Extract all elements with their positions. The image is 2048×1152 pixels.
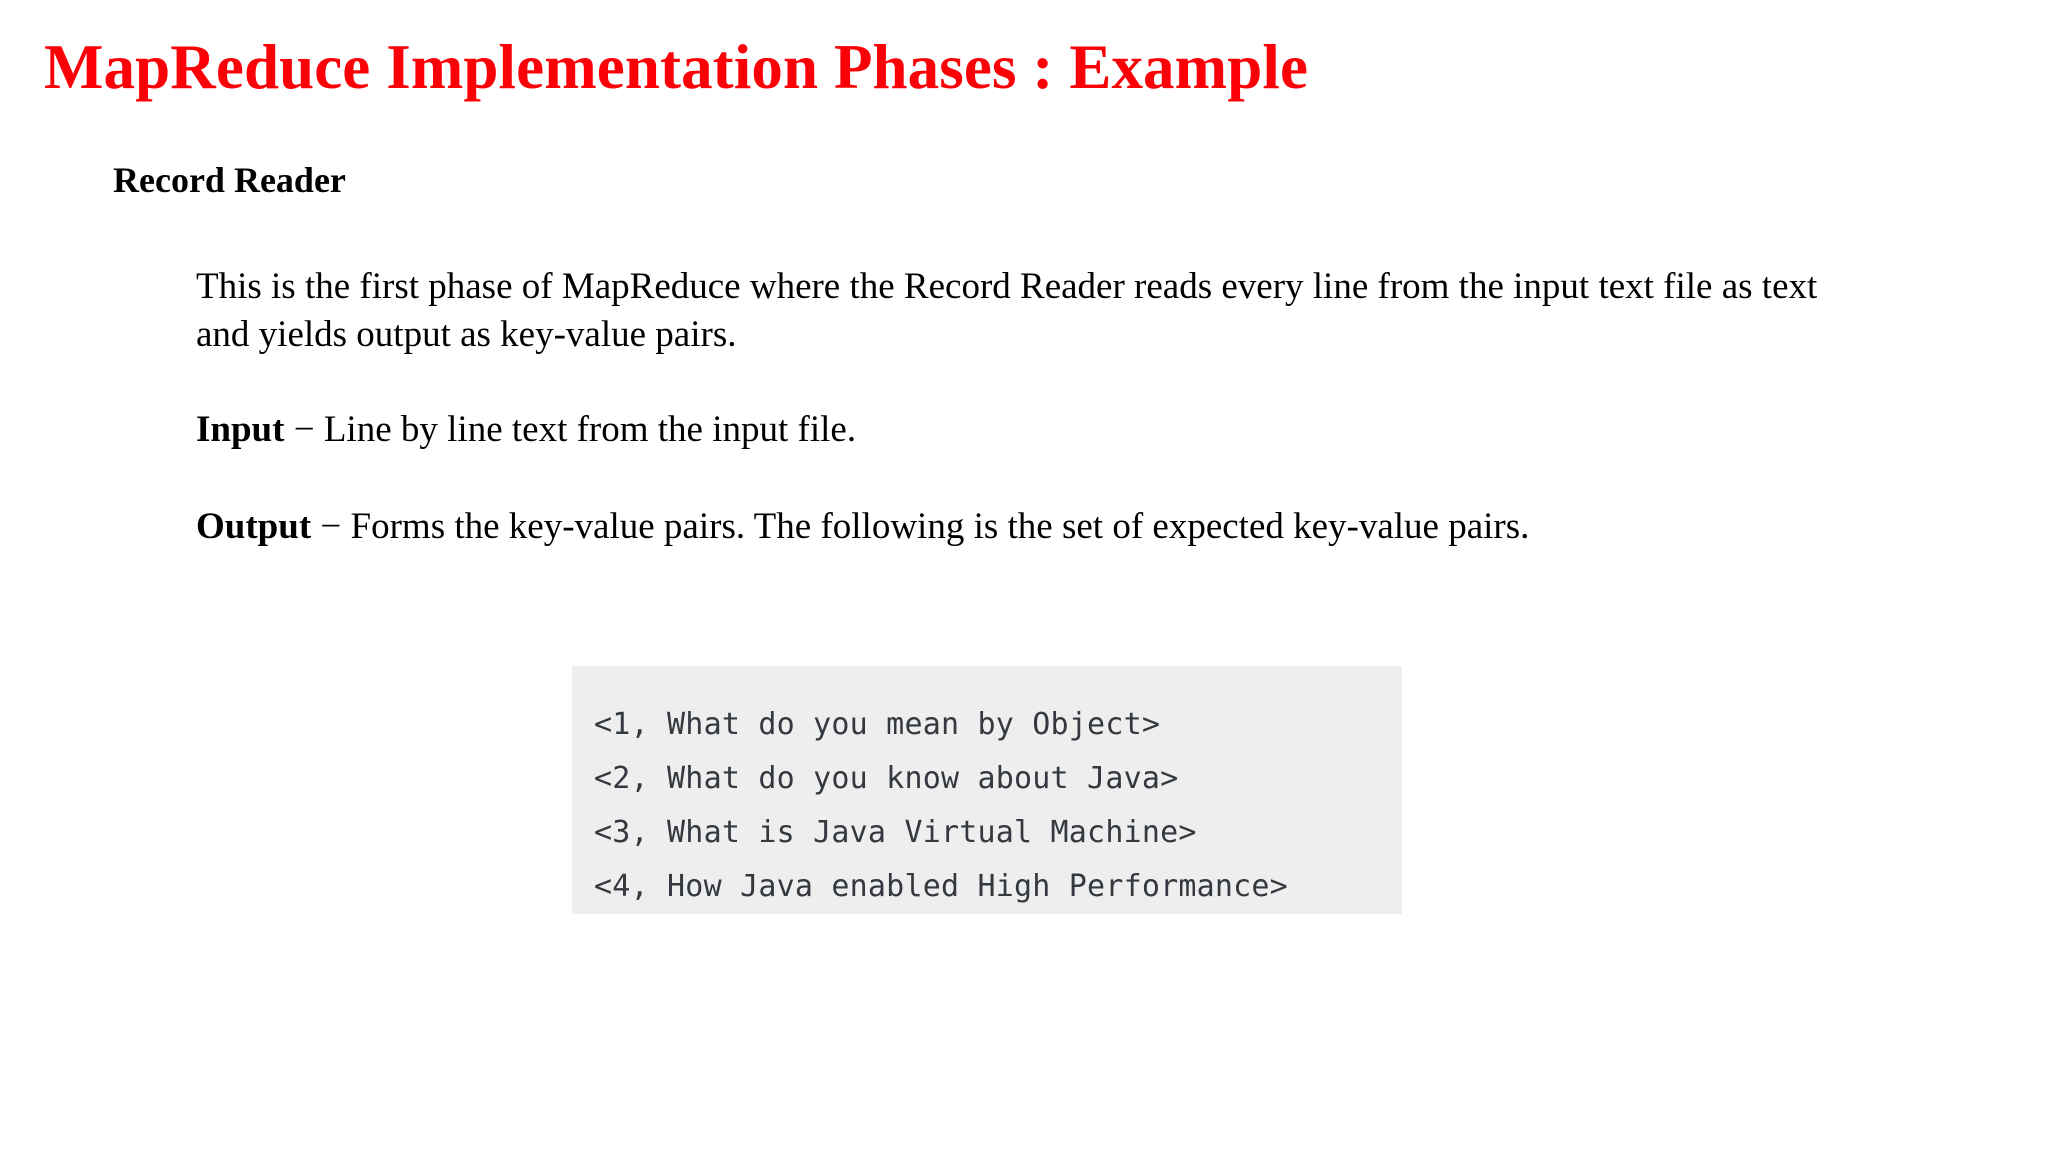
output-description: Forms the key-value pairs. The following… (350, 506, 1530, 548)
page-title: MapReduce Implementation Phases : Exampl… (44, 32, 1309, 102)
input-paragraph: Input − Line by line text from the input… (196, 406, 1876, 454)
code-line: <4, How Java enabled High Performance> (594, 869, 1288, 904)
code-line: <1, What do you mean by Object> (594, 707, 1161, 742)
section-heading-record-reader: Record Reader (113, 160, 346, 200)
output-paragraph: Output − Forms the key-value pairs. The … (196, 503, 1876, 551)
key-value-pairs-code-block: <1, What do you mean by Object> <2, What… (572, 666, 1402, 914)
body-content: This is the first phase of MapReduce whe… (196, 263, 1876, 551)
input-dash: − (284, 409, 324, 451)
code-line: <3, What is Java Virtual Machine> (594, 815, 1197, 850)
input-label: Input (196, 409, 285, 451)
code-line: <2, What do you know about Java> (594, 761, 1179, 796)
input-description: Line by line text from the input file. (323, 409, 857, 451)
output-label: Output (196, 506, 312, 548)
output-dash: − (311, 506, 351, 548)
intro-paragraph: This is the first phase of MapReduce whe… (196, 266, 1818, 356)
